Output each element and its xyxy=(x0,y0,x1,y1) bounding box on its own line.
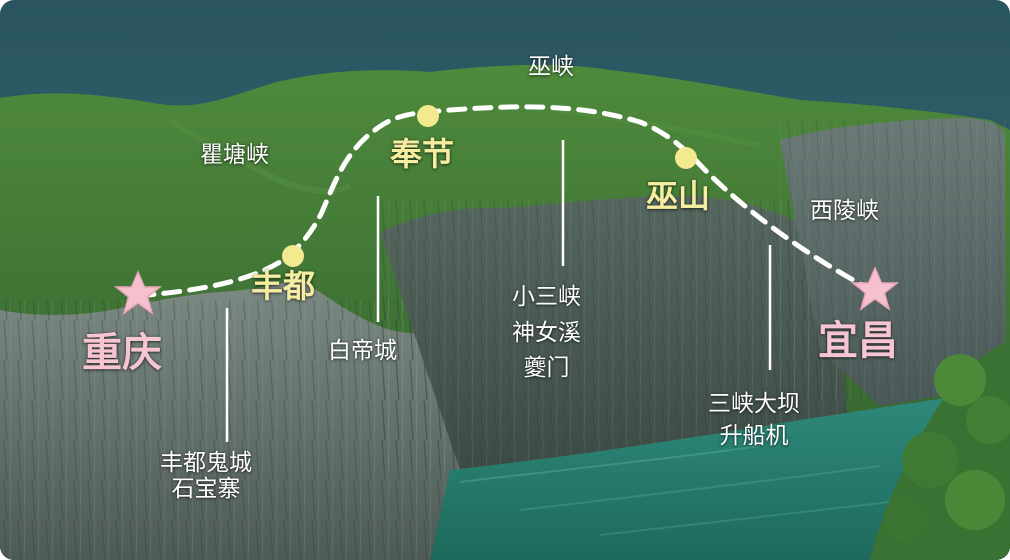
attraction-label: 夔门 xyxy=(523,355,570,382)
attraction-group-yichang: 三峡大坝 升船机 xyxy=(708,388,800,452)
stop-marker-fengjie-icon xyxy=(417,105,439,127)
gorge-label-qutang: 瞿塘峡 xyxy=(200,142,269,168)
attraction-label: 丰都鬼城 xyxy=(160,450,252,476)
stop-label-fengjie: 奉节 xyxy=(390,135,455,173)
end-star-icon xyxy=(850,266,900,311)
attraction-label: 石宝寨 xyxy=(171,476,241,503)
stop-marker-fengdu-icon xyxy=(282,245,304,267)
attraction-label: 小三峡 xyxy=(512,284,581,310)
stop-label-fengdu: 丰都 xyxy=(251,267,316,305)
attraction-group-fengdu: 丰都鬼城 石宝寨 xyxy=(160,450,252,503)
stop-label-wushan: 巫山 xyxy=(646,177,711,215)
start-star-icon xyxy=(113,270,163,315)
endpoint-label-end: 宜昌 xyxy=(818,318,898,364)
attraction-label: 神女溪 xyxy=(512,319,581,346)
attraction-label: 三峡大坝 xyxy=(708,391,800,417)
endpoint-label-start: 重庆 xyxy=(82,330,162,376)
attraction-label: 升船机 xyxy=(719,423,789,450)
attraction-group-wushan: 小三峡 神女溪 夔门 xyxy=(512,280,581,387)
gorge-label-wu: 巫峡 xyxy=(528,54,574,80)
stop-marker-wushan-icon xyxy=(675,147,697,169)
attraction-label-baidi: 白帝城 xyxy=(328,338,397,364)
gorge-label-xiling: 西陵峡 xyxy=(810,198,879,224)
